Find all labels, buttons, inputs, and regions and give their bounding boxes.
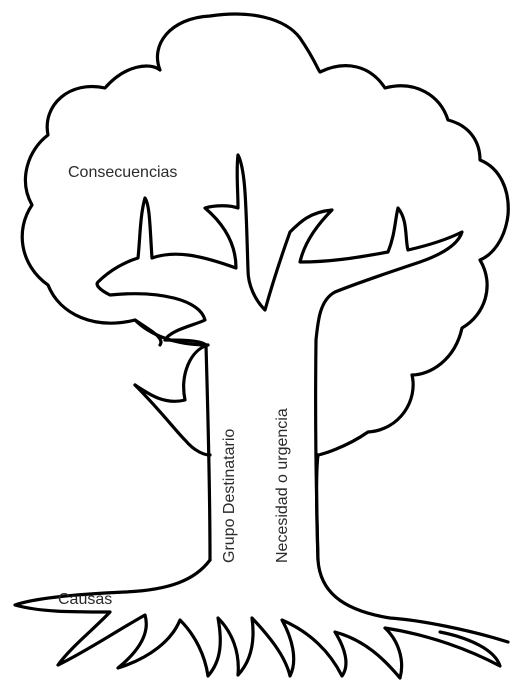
tree-crown-outline xyxy=(22,14,508,455)
tree-roots-outline xyxy=(15,560,500,678)
need-label: Necesidad o urgencia xyxy=(275,408,291,563)
causes-label: Causas xyxy=(58,592,112,608)
consequences-label: Consecuencias xyxy=(68,165,177,181)
target-group-label: Grupo Destinatario xyxy=(222,429,238,563)
tree-trunk-base xyxy=(317,455,319,560)
